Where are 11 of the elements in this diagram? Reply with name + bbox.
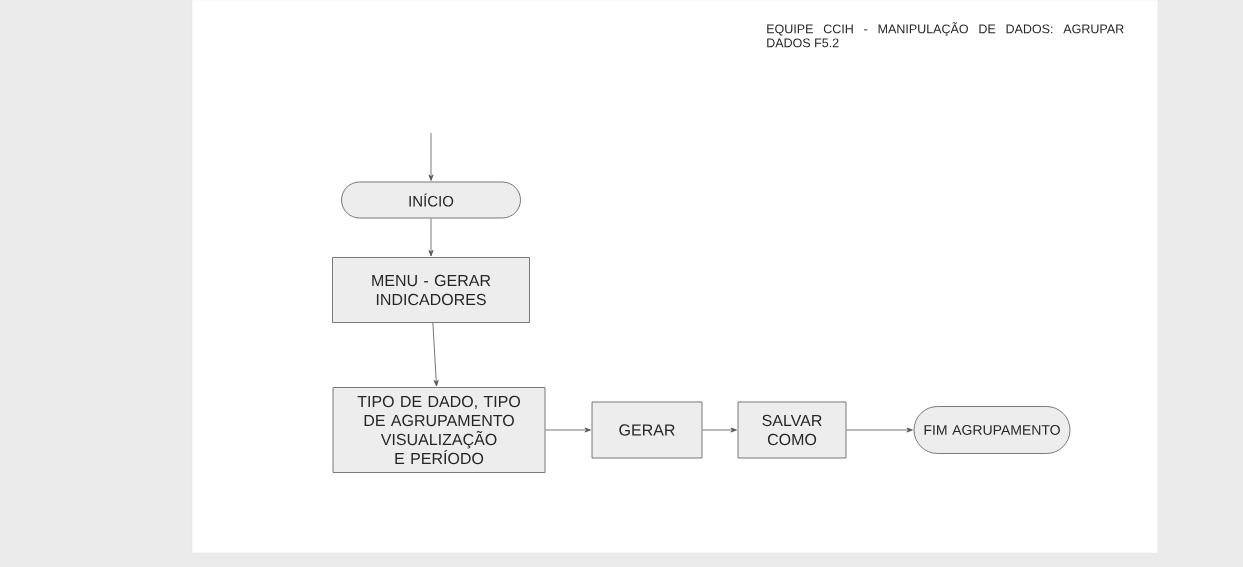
arrow — [702, 427, 737, 433]
process-box: TIPO DE DADO, TIPO DE AGRUPAMENTO VISUALIZAÇÃO E PERÍODO — [332, 387, 546, 473]
arrow — [432, 322, 439, 387]
title: EQUIPE CCIH - MANIPULAÇÃO DE DADOS: AGRUPAR DADOS F5.2 — [767, 22, 1124, 48]
arrow — [545, 427, 591, 433]
arrow — [846, 427, 913, 433]
process-box: SALVAR COMO — [737, 401, 847, 459]
process-box: MENU - GERAR INDICADORES — [332, 257, 530, 323]
process-box: GERAR — [591, 401, 703, 459]
arrow — [428, 132, 434, 181]
arrow — [428, 218, 434, 257]
